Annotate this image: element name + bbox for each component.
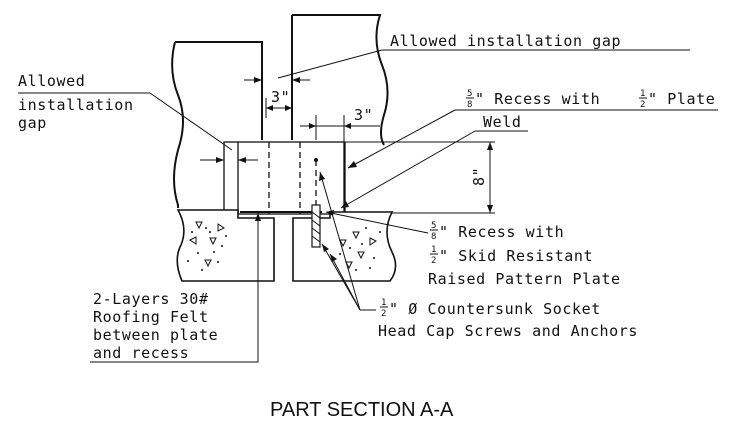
screws-frac-num: 1 — [381, 298, 386, 308]
skid-frac-den: 8 — [431, 232, 436, 242]
screws-leader-1 — [319, 171, 361, 311]
recess-top-arrow — [348, 161, 357, 168]
screws-frac-den: 2 — [381, 309, 386, 319]
right-lower-concrete — [292, 211, 397, 282]
gap-arrow-right — [292, 77, 300, 83]
screws-arrow-3 — [330, 254, 337, 262]
right-dots — [339, 227, 381, 271]
skid-leader — [325, 211, 429, 234]
skid-frac-num: 5 — [431, 221, 436, 231]
recess-top-frac-den: 8 — [467, 100, 472, 110]
left-upper-wall — [171, 41, 263, 208]
screws-arrow-2 — [322, 244, 329, 252]
skid-frac2-den: 2 — [431, 256, 436, 266]
left-aggregate — [189, 221, 225, 268]
left-gap-label-1: Allowed — [18, 72, 85, 90]
screws-label-1: " Ø Countersunk Socket — [389, 300, 601, 318]
dim-8: 8" — [470, 167, 488, 186]
recess-top-text: " Recess with — [475, 90, 600, 108]
felt-label-4: and recess — [93, 344, 189, 362]
weld-leader — [340, 130, 476, 209]
weld-arrow — [341, 201, 349, 208]
screws-label-2: Head Cap Screws and Anchors — [378, 322, 638, 340]
weld-label: Weld — [483, 113, 522, 131]
felt-label-2: Roofing Felt — [93, 308, 209, 326]
left-lower-concrete — [176, 209, 275, 282]
left-gap-leader — [149, 92, 233, 151]
recess-top-frac-num: 5 — [467, 89, 472, 99]
left-gap-label-3: gap — [18, 114, 47, 132]
recess-top-frac2-den: 2 — [640, 100, 645, 110]
screws-arrow-1 — [319, 172, 325, 181]
top-gap-leader — [277, 49, 383, 79]
left-gap-arrow-r — [238, 157, 246, 163]
felt-leader — [90, 213, 259, 363]
screws-leader-3 — [329, 253, 361, 311]
dim-8-arrow-t — [487, 142, 493, 150]
skid-label-3: Raised Pattern Plate — [428, 270, 621, 288]
dim-a-arrow-r — [285, 105, 292, 111]
skid-frac2-num: 1 — [431, 245, 436, 255]
felt-label-3: between plate — [93, 326, 218, 344]
dim-b-arrow-l — [309, 123, 316, 129]
section-title: PART SECTION A-A — [270, 399, 454, 421]
felt-arrow — [255, 213, 261, 221]
left-gap-label-2: installation — [18, 96, 134, 114]
screw — [311, 158, 321, 248]
left-dots — [187, 227, 227, 271]
right-aggregate — [339, 231, 377, 270]
recess-top-leader — [347, 109, 456, 169]
recess-top-text2: " Plate — [648, 90, 715, 108]
dim-3-a: 3" — [271, 88, 290, 106]
dim-b-arrow-r — [344, 123, 351, 129]
plate-body — [223, 141, 345, 215]
top-gap-label: Allowed installation gap — [390, 32, 621, 50]
dim-3-b: 3" — [354, 106, 373, 124]
skid-label-1: " Recess with — [439, 223, 564, 241]
skid-label-2: " Skid Resistant — [439, 247, 593, 265]
gap-arrow-left — [254, 77, 262, 83]
recess-top-frac2-num: 1 — [640, 89, 645, 99]
felt-label-1: 2-Layers 30# — [93, 290, 209, 308]
dim-a-arrow-l — [266, 105, 273, 111]
dim-8-arrow-b — [487, 205, 493, 213]
left-gap-arrow-l — [216, 157, 224, 163]
